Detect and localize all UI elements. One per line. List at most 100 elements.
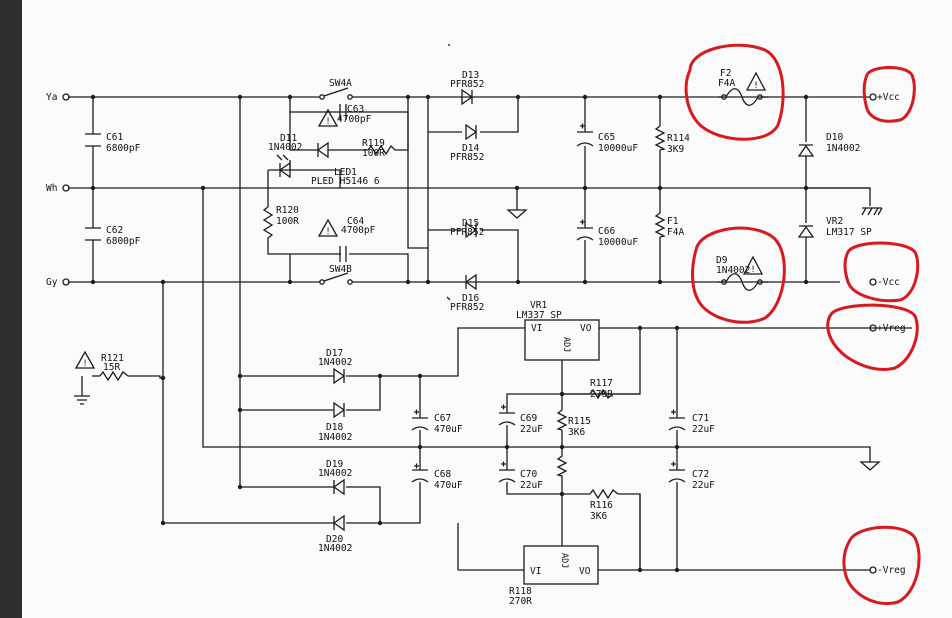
component-ref: C61: [106, 132, 123, 143]
component-value: 15R: [103, 362, 120, 373]
annotation-circle-f1: [684, 43, 785, 141]
diode-d19: D19 1N4002: [318, 459, 352, 496]
regulator-vr2: VI VO ADJ VR1 LM337 SP: [516, 300, 600, 361]
capacitor-c64: C64 4700pF: [339, 216, 376, 262]
capacitor-c63: C63 4700pF: [337, 104, 372, 125]
terminal-label: +Vreg: [877, 323, 906, 334]
junctions: [90, 94, 809, 573]
component-value: 3K6: [590, 511, 607, 522]
chassis-ground-icon: [861, 207, 883, 216]
component-ref: C72: [692, 469, 709, 480]
resistor-r121: R121 15R: [99, 353, 129, 382]
component-ref: SW4B: [329, 264, 352, 275]
window-sidebar: [0, 0, 22, 618]
component-value: 22uF: [692, 480, 715, 491]
component-value: 1N4002: [318, 357, 352, 368]
terminal-vreg-pos: +Vreg: [869, 323, 906, 334]
component-ref: R121: [101, 353, 124, 364]
component-value: 22uF: [520, 424, 543, 435]
warning-icon: !: [751, 265, 756, 275]
component-value: 270R: [590, 389, 613, 400]
component-value: 100R: [276, 216, 299, 227]
terminal-ya: Ya: [46, 92, 70, 103]
component-value: 470uF: [434, 424, 463, 435]
diode-d9: D10 1N4002: [797, 132, 860, 157]
earth-ground-icon: [74, 395, 90, 405]
component-value: PFR852: [450, 152, 484, 163]
ground-icon: [506, 209, 528, 219]
warning-icon: !: [754, 81, 759, 91]
terminal-label: Ya: [46, 92, 57, 103]
diode-d18: D18 1N4002: [318, 401, 352, 443]
component-ref: D14: [462, 143, 479, 154]
terminal-vcc-pos: +Vcc: [869, 92, 900, 103]
component-ref: D16: [462, 293, 479, 304]
component-ref: C70: [520, 469, 537, 480]
annotation-circle-vreg-neg: [842, 525, 921, 605]
component-value: 6800pF: [106, 143, 141, 154]
component-value: 1N4002: [826, 143, 860, 154]
switch-sw4a: SW4A: [319, 78, 353, 100]
resistor-r117: R116 3K6: [589, 488, 619, 522]
component-ref: C67: [434, 413, 451, 424]
resistor-r119: R119 100R: [362, 138, 397, 159]
component-ref: SW4A: [329, 78, 352, 89]
component-ref: C65: [598, 132, 615, 143]
capacitor-c62: C62 6800pF: [85, 225, 141, 247]
component-ref: C63: [347, 104, 364, 115]
component-value: 10000uF: [598, 143, 638, 154]
terminal-gy: Gy: [46, 277, 70, 288]
diode-d15: D15 PFR852: [450, 218, 484, 239]
component-value: 470uF: [434, 480, 463, 491]
diode-d17: D17 1N4002: [318, 348, 352, 385]
component-ref: R114: [667, 133, 690, 144]
wiring: [68, 96, 912, 571]
component-value: 100R: [362, 148, 385, 159]
component-ref: D10: [826, 132, 843, 143]
component-value: 1N4002: [318, 468, 352, 479]
ground-icon: [859, 461, 881, 471]
component-value: 1N4002: [716, 265, 750, 276]
component-ref: D18: [326, 422, 343, 433]
component-value: 22uF: [520, 480, 543, 491]
switch-sw4b: SW4B: [319, 264, 353, 285]
pin-adj: ADJ: [559, 553, 569, 568]
component-value: PFR852: [450, 227, 484, 238]
diode-d13: D13 PFR852: [450, 70, 484, 106]
terminal-label: Wh: [46, 183, 57, 194]
terminal-vreg-neg: -Vreg: [869, 565, 906, 576]
component-ref: D19: [326, 459, 343, 470]
terminal-label: -Vreg: [877, 565, 906, 576]
pin-vi: VI: [531, 323, 542, 334]
component-value: 4700pF: [341, 225, 376, 236]
capacitor-c61: C61 6800pF: [85, 132, 141, 154]
component-ref: R116: [590, 500, 613, 511]
capacitor-c68: C68 470uF: [411, 463, 463, 491]
resistor-r120: R120 100R: [262, 205, 299, 242]
component-ref: D11: [280, 133, 297, 144]
component-value: F4A: [718, 78, 735, 89]
annotation-circle-vcc-pos: [862, 66, 916, 123]
component-ref: R115: [568, 416, 591, 427]
pin-vo: VO: [579, 566, 591, 577]
pin-adj: ADJ: [561, 337, 571, 352]
fuse-f1: F2 F4A !: [718, 68, 767, 106]
component-ref: D20: [326, 534, 343, 545]
component-value: LM337 SP: [516, 310, 562, 321]
component-value: 1N4002: [318, 543, 352, 554]
capacitor-c65: C65 10000uF: [576, 123, 638, 154]
component-ref: C69: [520, 413, 537, 424]
component-value: PFR852: [450, 79, 484, 90]
capacitor-c69: C69 22uF: [498, 404, 543, 435]
component-ref: C62: [106, 225, 123, 236]
diode-d11: D11 1N4002: [268, 133, 329, 159]
annotation-circle-vcc-neg: [843, 241, 920, 303]
component-ref: D17: [326, 348, 343, 359]
component-ref: LED1: [334, 167, 357, 178]
component-ref: VR2: [826, 216, 843, 227]
resistor-r115: [556, 450, 568, 480]
led-led1: LED1 PLED H5146 6: [276, 154, 380, 187]
warning-icon: !: [317, 218, 339, 237]
component-value: LM317 SP: [826, 227, 872, 238]
component-value: 3K6: [568, 427, 585, 438]
